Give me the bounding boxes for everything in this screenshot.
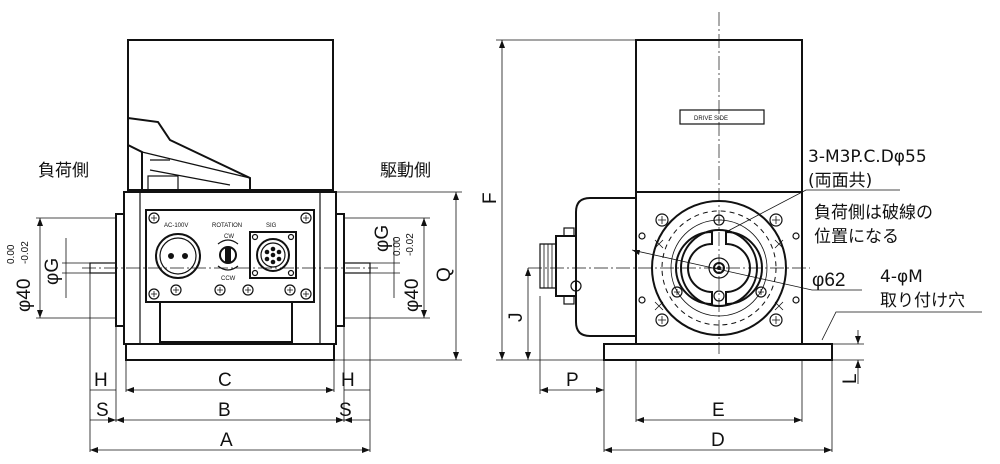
dim-s-left: S [96, 400, 109, 421]
dim-phi40-left: φ40 [14, 279, 35, 312]
front-slanted-cover [127, 116, 251, 193]
dim-f: F [480, 192, 501, 204]
dim-phi40-left-tol-lower: -0.02 [20, 241, 31, 264]
control-panel [145, 209, 315, 303]
dim-h-left: H [94, 370, 108, 391]
note-dashed-line2: 位置になる [814, 227, 899, 247]
dim-g-right: φG [372, 225, 393, 252]
note-tapped-line1: 3-M3P.C.Dφ55 [808, 147, 927, 167]
dim-e: E [712, 400, 725, 421]
power-connector [155, 233, 201, 279]
front-dimensions [36, 191, 462, 453]
dim-j: J [506, 313, 527, 323]
rotation-switch [217, 239, 239, 271]
dim-c: C [218, 370, 232, 391]
dim-h-right: H [341, 370, 355, 391]
front-view: AC-100V ROTATION CW CCW SIG [82, 39, 378, 361]
side-connector [539, 227, 582, 305]
cw-label: CW [224, 234, 234, 240]
rotation-label: ROTATION [212, 223, 242, 229]
dim-d: D [711, 430, 725, 451]
dim-g-left: φG [42, 258, 63, 285]
dim-a: A [220, 430, 233, 451]
dim-phi40-right: φ40 [402, 279, 423, 312]
dim-phi62: φ62 [812, 270, 845, 291]
side-left-box [575, 197, 636, 337]
note-mount-line1: 4-φM [880, 267, 923, 287]
front-top-box [127, 39, 334, 191]
dim-s-right: S [339, 400, 352, 421]
signal-connector [249, 231, 297, 279]
dim-p: P [566, 370, 579, 391]
ccw-label: CCW [221, 276, 236, 282]
dashed-holes [654, 239, 784, 311]
panel-screws [148, 212, 312, 300]
drive-side-plate-text: DRIVE SIDE [694, 116, 728, 122]
front-base-plate [125, 343, 335, 361]
side-base-plate [603, 343, 833, 361]
label-drive-side: 駆動側 [380, 161, 431, 181]
side-view: DRIVE SIDE [528, 12, 833, 361]
note-tapped-line2: (両面共) [808, 171, 872, 191]
drive-side-plate [679, 109, 765, 125]
power-label: AC-100V [164, 223, 188, 229]
signal-label: SIG [266, 223, 277, 229]
dim-q: Q [434, 267, 455, 282]
side-dimensions [496, 39, 982, 453]
dim-l: L [840, 373, 861, 384]
dim-b: B [218, 400, 231, 421]
note-dashed-line1: 負荷側は破線の [814, 203, 933, 223]
label-load-side: 負荷側 [38, 161, 89, 181]
dim-phi40-right-tol-upper: 0.00 [392, 236, 403, 256]
note-mount-line2: 取り付け穴 [880, 291, 965, 311]
corner-screws [638, 213, 800, 327]
dim-phi40-right-tol-lower: -0.02 [405, 233, 416, 256]
dim-phi40-left-tol-upper: 0.00 [6, 244, 17, 264]
